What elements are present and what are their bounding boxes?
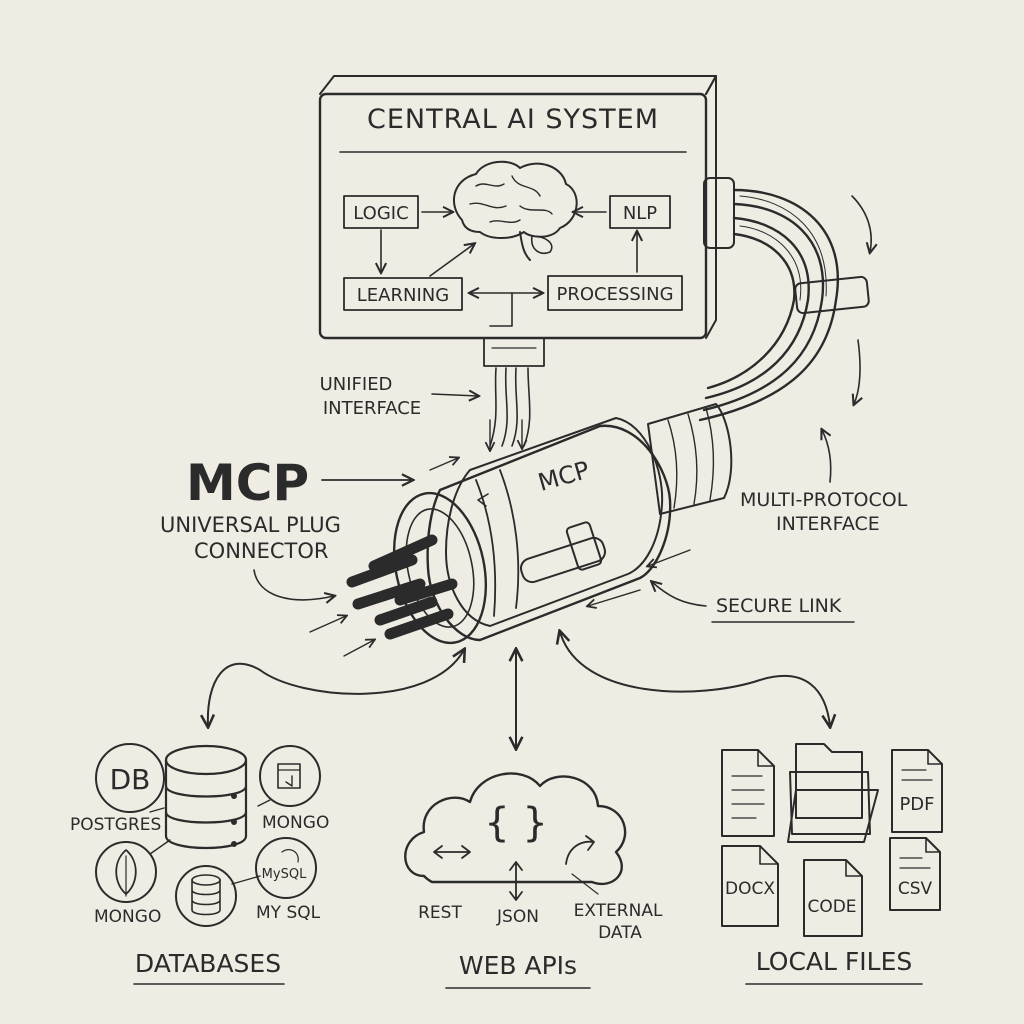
external-label-2: DATA (598, 923, 642, 943)
braces-label: { } (484, 800, 548, 846)
dolphin-icon (281, 849, 299, 863)
external-label-1: EXTERNAL (574, 901, 663, 921)
pdf-file-icon: PDF (891, 749, 943, 833)
external-arrow-icon (565, 835, 595, 865)
web-apis-heading: WEB APIs (459, 951, 577, 980)
multi-protocol-label-1: MULTI-PROTOCOL (740, 489, 908, 511)
rest-arrows-icon (433, 845, 471, 859)
arrow-unified (431, 394, 478, 396)
unified-label-1: UNIFIED (320, 374, 393, 395)
processing-label: PROCESSING (556, 284, 673, 305)
db-badge-label: DB (110, 763, 151, 796)
mcp-plug-connector: MCP (346, 403, 733, 645)
mcp-body-label: MCP (535, 456, 593, 497)
multi-protocol-label-2: INTERFACE (776, 513, 880, 535)
web-apis-group: { } REST JSON EXTERNAL DATA WEB APIs (404, 772, 663, 989)
local-files-group: PDF DOCX CODE CSV LOCAL FILES (721, 743, 943, 985)
json-arrows-icon (509, 861, 523, 901)
databases-heading: DATABASES (135, 949, 281, 978)
box-side-face (705, 75, 717, 339)
cable-bundle (698, 177, 871, 422)
central-title: CENTRAL AI SYSTEM (367, 104, 659, 135)
arrow-secure-3 (648, 549, 691, 566)
link-mongo (257, 799, 271, 807)
code-file-icon: CODE (803, 859, 863, 937)
arrow-pin-1 (309, 616, 346, 633)
unified-interface-connector (483, 337, 545, 450)
plug-label-2: CONNECTOR (194, 539, 329, 563)
arrow-pin-2 (343, 640, 374, 657)
mysql-badge (255, 837, 317, 899)
connector-pins (346, 534, 458, 640)
csv-file-icon: CSV (889, 837, 941, 911)
nlp-label: NLP (623, 203, 657, 224)
processing-box (547, 275, 683, 311)
arrow-secure-2 (588, 589, 641, 606)
learning-box (343, 277, 463, 311)
secure-link-label: SECURE LINK (716, 595, 842, 617)
mongo-window-icon (277, 763, 301, 789)
arrow-multi-protocol (822, 430, 832, 483)
db-badge-icon (95, 743, 165, 813)
central-ai-system: CENTRAL AI SYSTEM LOGIC NLP LEARNING PRO… (318, 75, 717, 340)
folder-icon (787, 743, 879, 843)
mongo-badge-icon (259, 745, 321, 807)
mongo-right-label: MONGO (262, 813, 329, 833)
mysql-label: MY SQL (256, 903, 321, 923)
db-mini-icon (191, 874, 221, 916)
logic-label: LOGIC (353, 203, 408, 224)
pdf-label: PDF (899, 794, 934, 815)
arrow-secure-1 (652, 582, 707, 607)
arrow-top (429, 458, 458, 471)
mcp-big-label: MCP (186, 454, 309, 512)
arrow-to-bus (489, 292, 513, 327)
arrow-to-local-files (560, 632, 830, 726)
databases-group: DB POSTGRES MONGO MySQL MONGO MY SQL (70, 743, 329, 985)
docx-label: DOCX (725, 879, 775, 899)
postgres-label: POSTGRES (70, 815, 161, 835)
rest-label: REST (418, 903, 462, 923)
mongo-left-label: MONGO (94, 907, 161, 927)
logic-box (343, 195, 419, 229)
link-mysql (231, 875, 261, 885)
document-icon (721, 749, 775, 837)
plug-label-1: UNIVERSAL PLUG (160, 513, 341, 537)
nlp-box (609, 195, 671, 229)
link-external (571, 873, 599, 895)
learning-label: LEARNING (357, 285, 449, 306)
arrow-learning-brain (429, 244, 474, 277)
mysql-logo-label: MySQL (262, 867, 307, 882)
docx-file-icon: DOCX (721, 845, 779, 927)
database-stack-icon (164, 744, 248, 850)
brain-icon (453, 160, 578, 261)
box-top-face (319, 75, 717, 95)
code-label: CODE (807, 897, 856, 917)
cloud-icon (404, 772, 627, 885)
local-files-heading: LOCAL FILES (756, 947, 913, 976)
arrow-to-databases (208, 650, 464, 726)
leaf-badge (95, 841, 157, 903)
db-mini-badge (175, 865, 237, 927)
unified-label-2: INTERFACE (323, 398, 421, 419)
link-postgres (149, 807, 165, 813)
link-leaf (149, 839, 171, 855)
csv-label: CSV (898, 879, 933, 899)
json-label: JSON (496, 907, 539, 927)
arrow-plug (253, 569, 334, 600)
